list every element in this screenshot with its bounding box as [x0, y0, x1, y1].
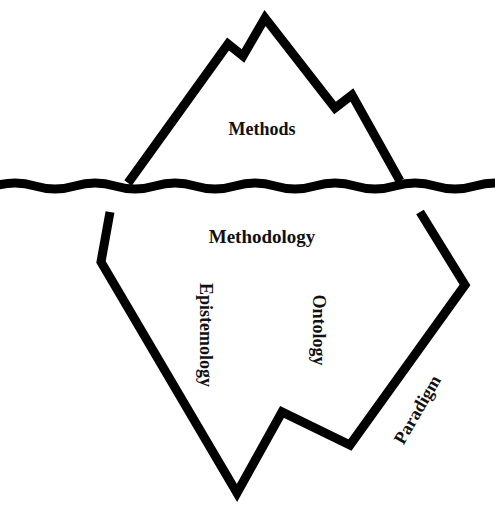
tip-label: Methods [229, 120, 296, 140]
layer-label: Methodology [209, 227, 316, 248]
layer-label: Epistemology [195, 283, 215, 387]
iceberg-base: MethodologyEpistemologyOntologyParadigm [90, 200, 480, 502]
iceberg-tip: Methods [120, 8, 410, 193]
text-holder: Ontology [308, 294, 328, 365]
text-holder: Epistemology [195, 283, 215, 387]
iceberg-outline [101, 212, 465, 493]
water-line [0, 183, 495, 189]
iceberg-outline [120, 8, 410, 193]
text-holder: Methodology [209, 227, 316, 248]
layer-label: Ontology [308, 294, 328, 365]
iceberg-outline [128, 18, 400, 183]
text-holder: Methods [229, 120, 296, 140]
